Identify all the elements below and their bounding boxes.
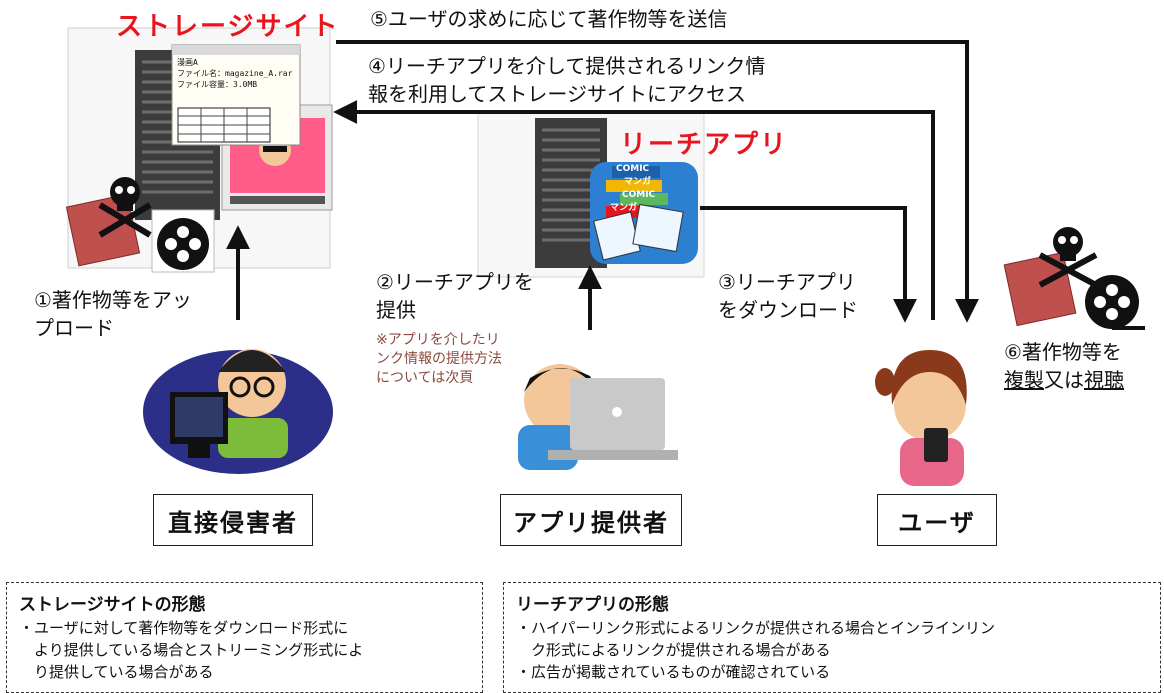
step-2-note: ※アプリを介したリ ンク情報の提供方法 については次頁 (376, 332, 502, 386)
provider-illustration (518, 364, 678, 470)
step-1-label: ①著作物等をアッ プロード (34, 288, 192, 340)
file-info-size: ファイル容量：3.0MB (177, 80, 258, 89)
step-6-or: 又は (1044, 368, 1084, 392)
actor-infringer-box: 直接侵害者 (153, 494, 313, 546)
step-6-prefix: ⑥著作物等を (1004, 340, 1122, 364)
piracy-icons-user (1003, 227, 1145, 330)
step-3-label: ③リーチアプリ をダウンロード (718, 270, 858, 322)
step-4-label: ④リーチアプリを介して提供されるリンク情 報を利用してストレージサイトにアクセス (368, 54, 766, 106)
leech-app-server-illustration (477, 111, 705, 278)
infringer-illustration (143, 349, 333, 474)
leech-forms-note: リーチアプリの形態 ・ハイパーリンク形式によるリンクが提供される場合とインライン… (503, 582, 1161, 693)
leech-forms-line-2: ク形式によるリンクが提供される場合がある (516, 641, 831, 659)
app-icon-label-manga-2: マンガ (610, 203, 638, 213)
piracy-icons-storage (65, 177, 215, 273)
actor-user-box: ユーザ (877, 494, 997, 546)
leech-forms-line-1: ・ハイパーリンク形式によるリンクが提供される場合とインラインリン (516, 619, 995, 637)
app-icon-label-comic-1: COMIC (616, 164, 650, 174)
arrow-send-content (336, 40, 979, 323)
storage-forms-note: ストレージサイトの形態 ・ユーザに対して著作物等をダウンロード形式に より提供し… (6, 582, 483, 693)
step-6-copy: 複製 (1004, 368, 1044, 392)
user-illustration (875, 350, 967, 486)
storage-site-title: ストレージサイト (116, 12, 340, 42)
step-5-label: ⑤ユーザの求めに応じて著作物等を送信 (370, 7, 728, 31)
leech-forms-line-3: ・広告が掲載されているものが確認されている (516, 663, 831, 681)
step-6-label: ⑥著作物等を 複製又は視聴 (1004, 338, 1124, 394)
step-6-line2: 複製又は視聴 (1004, 366, 1124, 394)
leech-app-title: リーチアプリ (620, 130, 789, 160)
file-info-title: 漫画A (177, 58, 198, 67)
step-6-view: 視聴 (1084, 368, 1124, 392)
app-icon-label-comic-2: COMIC (622, 190, 656, 200)
flow-arrows (226, 40, 979, 330)
arrow-download-app (700, 206, 917, 323)
app-icon-label-manga-1: マンガ (624, 177, 652, 187)
step-2-label: ②リーチアプリを 提供 (376, 270, 534, 322)
storage-forms-line-1: ・ユーザに対して著作物等をダウンロード形式に (19, 619, 349, 637)
storage-forms-line-3: り提供している場合がある (19, 663, 214, 681)
file-info: 漫画A ファイル名：magazine_A.rar ファイル容量：3.0MB (177, 57, 292, 90)
storage-forms-title: ストレージサイトの形態 (19, 595, 206, 615)
arrow-access-storage (333, 100, 935, 320)
app-icon-labels: COMIC マンガ COMIC マンガ (606, 163, 655, 215)
actor-provider-box: アプリ提供者 (500, 494, 682, 546)
storage-server-illustration (67, 27, 333, 269)
file-info-name: ファイル名：magazine_A.rar (177, 69, 293, 78)
leech-forms-title: リーチアプリの形態 (516, 595, 669, 615)
storage-forms-line-2: より提供している場合とストリーミング形式によ (19, 641, 364, 659)
